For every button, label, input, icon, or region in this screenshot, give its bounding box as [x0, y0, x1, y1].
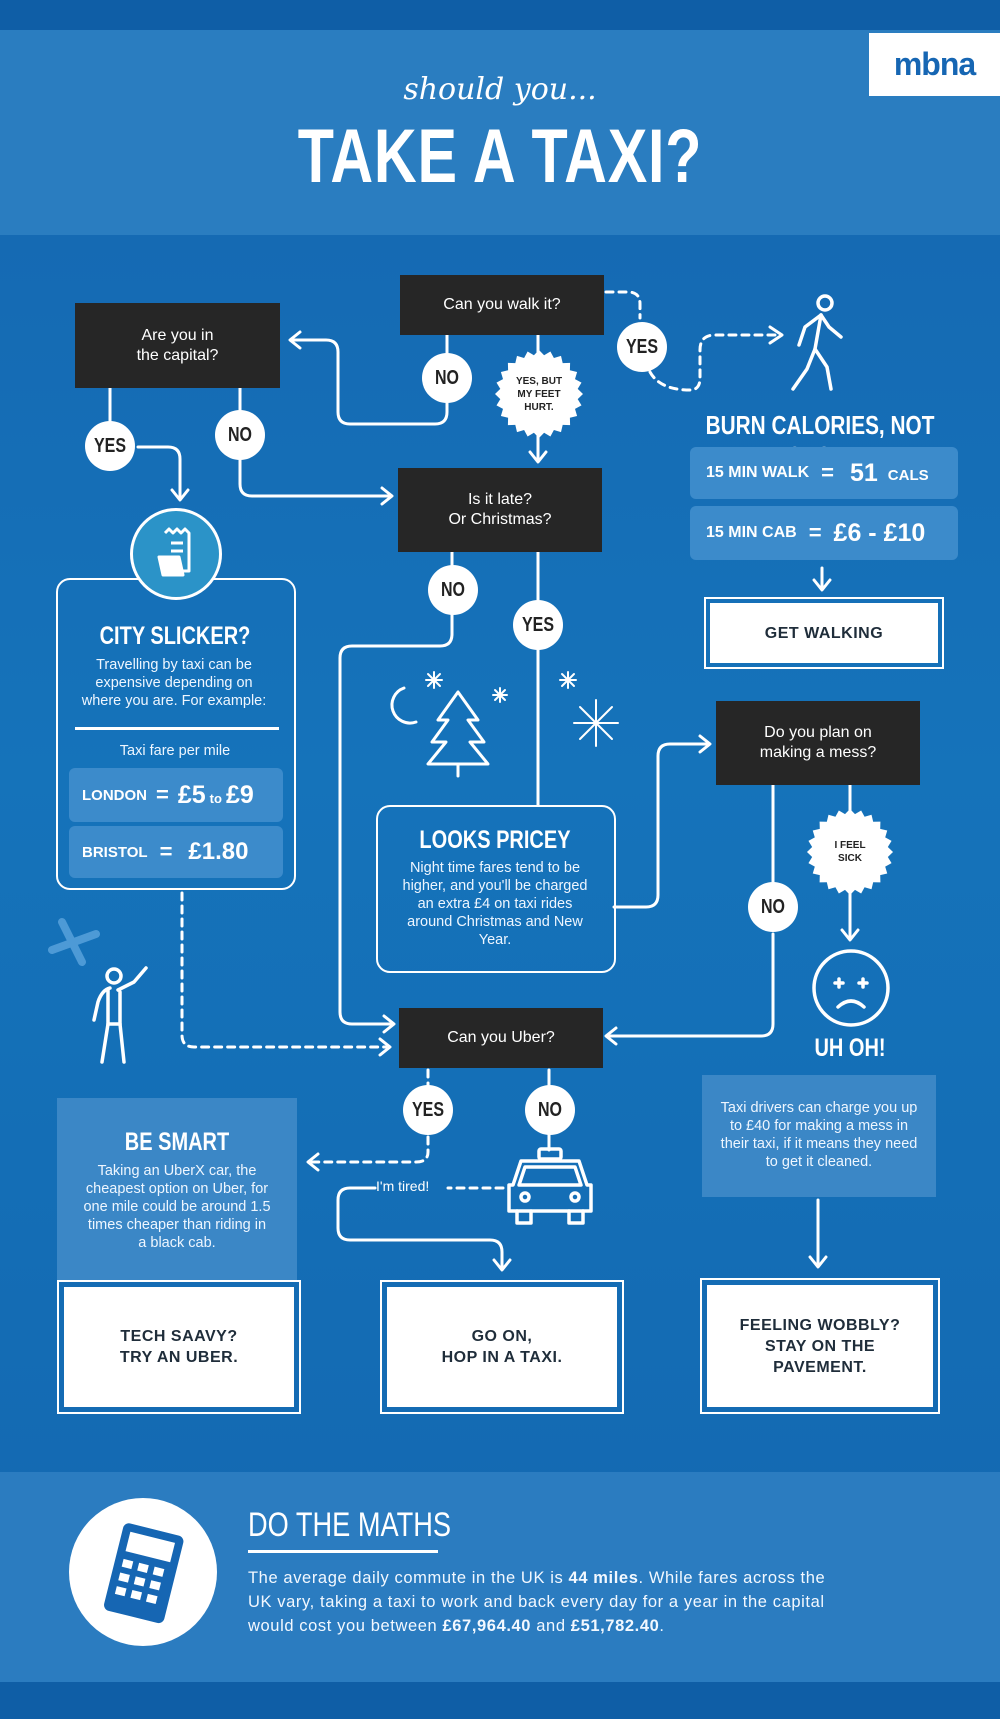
maths-underline [248, 1550, 438, 1553]
uber-outcome-frame: TECH SAAVY? TRY AN UBER. [57, 1280, 301, 1414]
sad-face-icon [812, 949, 890, 1027]
capital-no-label: NO [228, 423, 252, 446]
top-band [0, 0, 1000, 30]
maths-body: The average daily commute in the UK is 4… [248, 1566, 838, 1638]
uber-no-circle: NO [525, 1085, 575, 1135]
maths-cost-high: £67,964.40 [442, 1617, 532, 1635]
capital-yes-circle: YES [85, 421, 135, 471]
late-no-label: NO [441, 578, 465, 601]
get-walking-frame: GET WALKING [704, 597, 944, 669]
london-label: LONDON [82, 786, 147, 804]
header-band [0, 30, 1000, 235]
uh-oh-title: UH OH! [814, 1034, 886, 1062]
uber-yes-circle: YES [403, 1085, 453, 1135]
page-title: TAKE A TAXI? [297, 114, 703, 199]
mess-no-circle: NO [748, 882, 798, 932]
walk-unit: CALS [887, 466, 929, 484]
late-no-circle: NO [428, 565, 478, 615]
subtitle: should you... [403, 72, 597, 107]
wobbly-outcome[interactable]: FEELING WOBBLY? STAY ON THE PAVEMENT. [707, 1285, 933, 1407]
be-smart-title: BE SMART [124, 1128, 230, 1156]
cab-label: 15 MIN CAB [706, 524, 797, 541]
city-slicker-body: Travelling by taxi can be expensive depe… [81, 657, 267, 709]
waving-person-icon [92, 966, 148, 1064]
maths-text-1: The average daily commute in the UK is [248, 1569, 569, 1587]
capital-yes-label: YES [93, 434, 127, 457]
taxi-outcome[interactable]: GO ON, HOP IN A TAXI. [387, 1287, 617, 1407]
walk-no-circle: NO [422, 353, 472, 403]
looks-pricey-body: Night time fares tend to be higher, and … [402, 860, 588, 948]
walk-question: Can you walk it? [400, 275, 604, 335]
maths-text-2: . While fares across the UK vary, taking… [248, 1569, 826, 1635]
maths-miles: 44 miles [568, 1569, 639, 1587]
mess-question: Do you plan on making a mess? [716, 701, 920, 785]
get-walking-button[interactable]: GET WALKING [710, 603, 938, 663]
bristol-fare-pill: BRISTOL = £1.80 [69, 826, 283, 878]
walk-equals: = [821, 460, 834, 485]
capital-question: Are you in the capital? [75, 303, 280, 388]
fare-label: Taxi fare per mile [119, 743, 231, 759]
uber-yes-label: YES [411, 1098, 445, 1121]
feet-hurt-label: YES, BUT MY FEET HURT. [515, 375, 563, 413]
looks-pricey-title: LOOKS PRICEY [419, 826, 571, 854]
london-high: £9 [225, 780, 254, 809]
brand-logo[interactable]: mbna [869, 33, 1000, 96]
london-low: £5 [177, 780, 206, 809]
be-smart-panel [57, 1098, 297, 1280]
london-to: to [209, 790, 222, 806]
walking-person-icon [791, 294, 843, 391]
late-yes-circle: YES [513, 600, 563, 650]
walk-yes-circle: YES [617, 322, 667, 372]
bristol-equals: = [159, 839, 173, 864]
mess-no-label: NO [761, 895, 785, 918]
feel-sick-badge [806, 808, 894, 896]
maths-text-3: and [531, 1617, 571, 1635]
capital-no-circle: NO [215, 410, 265, 460]
late-question: Is it late? Or Christmas? [398, 468, 602, 552]
uber-question: Can you Uber? [399, 1008, 603, 1068]
walk-value: 51 [849, 458, 878, 487]
uber-outcome[interactable]: TECH SAAVY? TRY AN UBER. [64, 1287, 294, 1407]
uh-oh-panel [702, 1075, 936, 1197]
be-smart-body: Taking an UberX car, the cheapest option… [83, 1163, 271, 1251]
receipt-badge [130, 508, 222, 600]
calculator-badge [69, 1498, 217, 1646]
night-scene-icon [390, 671, 619, 778]
maths-text-4: . [659, 1617, 665, 1635]
city-slicker-title: CITY SLICKER? [99, 622, 251, 650]
cab-cost-pill: 15 MIN CAB = £6 - £10 [690, 506, 958, 560]
cab-equals: = [808, 520, 822, 545]
tired-label: I'm tired! [376, 1178, 430, 1194]
cross-icon [48, 918, 100, 966]
walk-yes-label: YES [625, 335, 659, 358]
london-fare-pill: LONDON = £5 to £9 [69, 768, 283, 822]
feet-hurt-badge [495, 350, 583, 438]
wobbly-outcome-frame: FEELING WOBBLY? STAY ON THE PAVEMENT. [700, 1278, 940, 1414]
walk-calories-pill: 15 MIN WALK = 51 CALS [690, 447, 958, 499]
calculator-icon [104, 1523, 184, 1624]
base-band [0, 1682, 1000, 1719]
maths-cost-low: £51,782.40 [570, 1617, 660, 1635]
bristol-value: £1.80 [188, 838, 249, 865]
feel-sick-label: I FEEL SICK [834, 840, 866, 864]
uh-oh-body: Taxi drivers can charge you up to £40 fo… [720, 1100, 918, 1170]
receipt-icon [157, 527, 191, 577]
late-yes-label: YES [521, 613, 555, 636]
walk-label: 15 MIN WALK [706, 464, 810, 481]
uber-no-label: NO [538, 1098, 562, 1121]
bristol-label: BRISTOL [82, 843, 148, 861]
maths-title: DO THE MATHS [248, 1506, 452, 1544]
walk-no-label: NO [435, 366, 459, 389]
cab-value: £6 - £10 [833, 518, 926, 547]
london-equals: = [156, 782, 169, 807]
city-divider [75, 727, 279, 730]
taxi-icon [507, 1147, 593, 1225]
taxi-outcome-frame: GO ON, HOP IN A TAXI. [380, 1280, 624, 1414]
looks-pricey-card [376, 805, 616, 973]
